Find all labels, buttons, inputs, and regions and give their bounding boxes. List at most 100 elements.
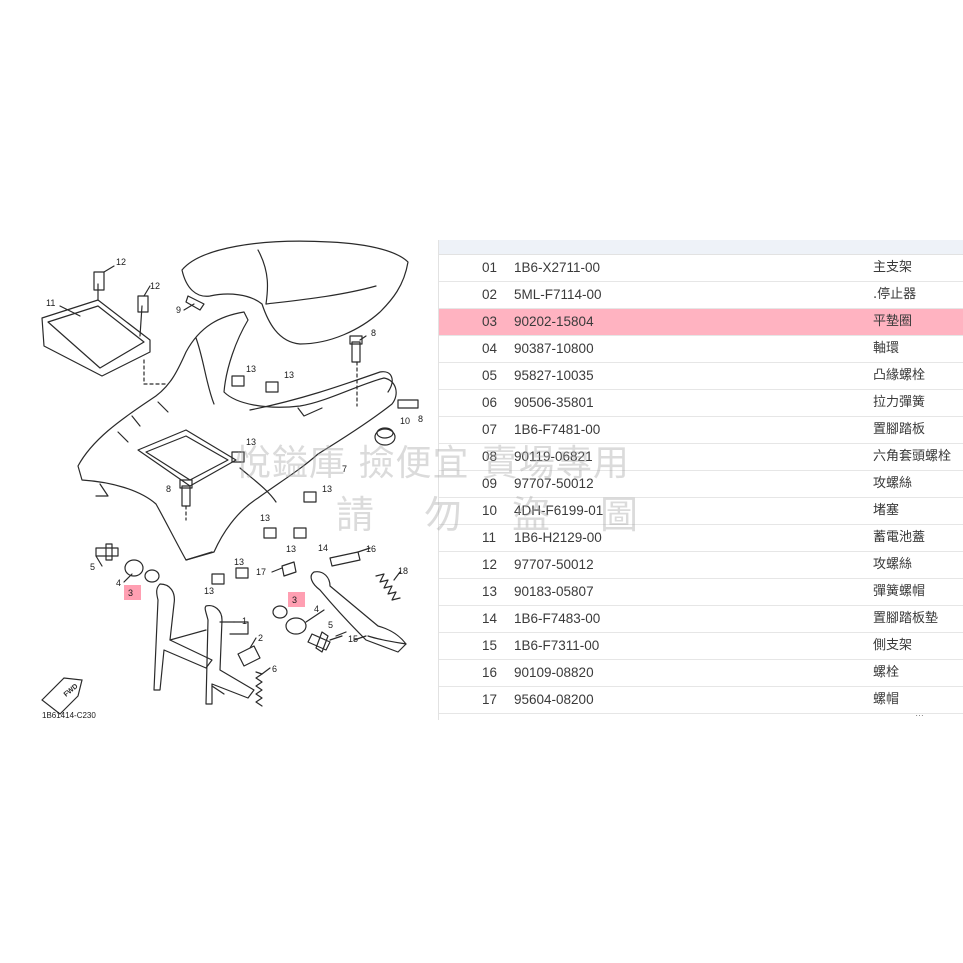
callout: 17 bbox=[256, 567, 266, 577]
parts-row-number: 01 bbox=[482, 260, 498, 275]
parts-row-part-number: 4DH-F6199-01 bbox=[514, 503, 604, 518]
callout: 3 bbox=[128, 588, 133, 598]
parts-row-name: 主支架 bbox=[873, 260, 913, 275]
callout: 6 bbox=[272, 664, 277, 674]
main-stand bbox=[153, 583, 213, 691]
parts-row-number: 15 bbox=[482, 638, 498, 653]
parts-row-name: .停止器 bbox=[873, 287, 917, 302]
parts-row-number: 05 bbox=[482, 368, 498, 383]
callout: 8 bbox=[418, 414, 423, 424]
parts-row-number: 03 bbox=[482, 314, 498, 329]
callout: 13 bbox=[286, 544, 296, 554]
highlight-box-3-right bbox=[288, 592, 305, 607]
plug bbox=[374, 428, 396, 446]
bolt-5-right bbox=[307, 631, 331, 653]
callout: 7 bbox=[342, 464, 347, 474]
seat-outline bbox=[181, 240, 409, 345]
parts-row-name: 軸環 bbox=[873, 341, 900, 356]
callout: 18 bbox=[398, 566, 408, 576]
parts-row-name: 攻螺絲 bbox=[873, 557, 913, 572]
callout: 5 bbox=[90, 562, 95, 572]
callout: 4 bbox=[116, 578, 121, 588]
nut-17 bbox=[281, 561, 297, 577]
diagram-code: 1B61414-C230 bbox=[42, 711, 96, 720]
parts-row-name: 彈簧螺帽 bbox=[873, 584, 926, 599]
spring-18 bbox=[375, 573, 401, 601]
callout: 8 bbox=[371, 328, 376, 338]
callout: 1 bbox=[242, 616, 247, 626]
parts-row-part-number: 1B6-F7483-00 bbox=[514, 611, 601, 626]
callout: 13 bbox=[246, 437, 256, 447]
parts-row-part-number: 1B6-F7311-00 bbox=[514, 638, 600, 653]
parts-row-number: 16 bbox=[482, 665, 498, 680]
parts-list-cut-row: … bbox=[439, 714, 963, 718]
footrest-board bbox=[77, 311, 397, 561]
parts-row-name: 六角套頭螺栓 bbox=[873, 449, 952, 464]
washer-3-left bbox=[144, 569, 160, 583]
parts-row-name: 螺帽 bbox=[873, 692, 900, 707]
parts-row[interactable]: 14 1B6-F7483-00 置腳踏板墊 bbox=[439, 606, 963, 633]
callout: 13 bbox=[246, 364, 256, 374]
parts-row-name: 置腳踏板 bbox=[873, 422, 926, 437]
parts-row-number: 13 bbox=[482, 584, 498, 599]
parts-list-header bbox=[439, 240, 963, 255]
callout: 5 bbox=[328, 620, 333, 630]
parts-row-part-number: 1B6-H2129-00 bbox=[514, 530, 602, 545]
callout: 8 bbox=[166, 484, 171, 494]
parts-row-name: 置腳踏板墊 bbox=[873, 611, 939, 626]
parts-row-number: 06 bbox=[482, 395, 498, 410]
parts-row[interactable]: 01 1B6-X2711-00 主支架 bbox=[439, 255, 963, 282]
parts-row-number: 08 bbox=[482, 449, 498, 464]
callout: 14 bbox=[318, 543, 328, 553]
callout: 11 bbox=[46, 298, 55, 308]
parts-row-number: 04 bbox=[482, 341, 498, 356]
callout: 13 bbox=[234, 557, 244, 567]
bolt-16 bbox=[329, 551, 361, 567]
bolt-8-upper bbox=[349, 335, 363, 363]
side-stand bbox=[310, 571, 407, 653]
callout: 10 bbox=[400, 416, 410, 426]
parts-row-name: 攻螺絲 bbox=[873, 476, 913, 491]
callout: 16 bbox=[366, 544, 376, 554]
parts-row-number: 10 bbox=[482, 503, 498, 518]
spring-nut bbox=[231, 375, 245, 387]
parts-row[interactable]: 03 90202-15804 平墊圈 bbox=[439, 309, 963, 336]
callout: 12 bbox=[116, 257, 126, 267]
washer-3-right bbox=[272, 605, 288, 619]
parts-row-part-number: 97707-50012 bbox=[514, 476, 594, 491]
parts-row-part-number: 5ML-F7114-00 bbox=[514, 287, 602, 302]
parts-row-part-number: 95604-08200 bbox=[514, 692, 594, 707]
parts-row-number: 14 bbox=[482, 611, 498, 626]
stopper bbox=[237, 645, 261, 667]
bolt-8-lower bbox=[179, 479, 193, 507]
callout: 3 bbox=[292, 595, 297, 605]
callout: 13 bbox=[322, 484, 332, 494]
parts-row-part-number: 90202-15804 bbox=[514, 314, 594, 329]
parts-row-part-number: 1B6-X2711-00 bbox=[514, 260, 601, 275]
fwd-arrow-icon: FWD bbox=[41, 677, 83, 715]
callout: 4 bbox=[314, 604, 319, 614]
seat-inner-line bbox=[257, 249, 269, 305]
bolt-5-left bbox=[95, 543, 119, 561]
callout: 13 bbox=[260, 513, 270, 523]
highlight-box-3-left bbox=[124, 585, 141, 600]
parts-row-number: 07 bbox=[482, 422, 498, 437]
parts-row-number: 12 bbox=[482, 557, 498, 572]
screw-12 bbox=[93, 271, 105, 291]
parts-row-name: 平墊圈 bbox=[873, 314, 913, 329]
